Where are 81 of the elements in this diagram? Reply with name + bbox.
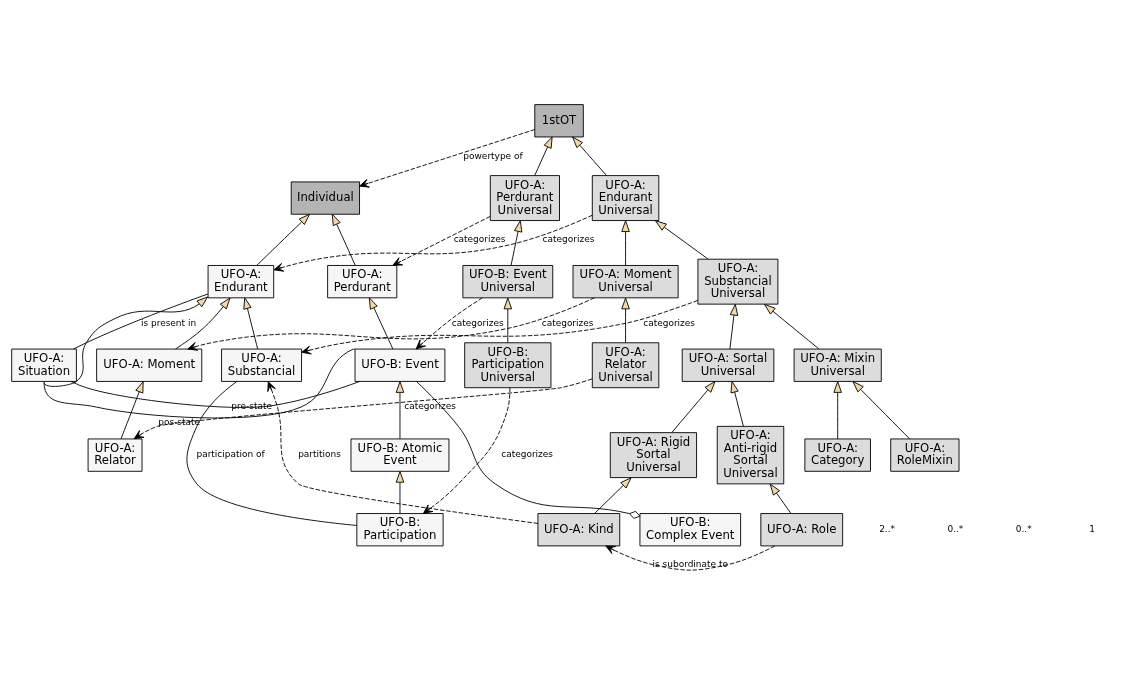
edge-label: is present in bbox=[140, 317, 197, 328]
edge-label: categorizes bbox=[643, 317, 696, 328]
node-box: UFO-A: Category bbox=[804, 438, 871, 472]
edge-label: categorizes bbox=[451, 317, 504, 328]
node-box: UFO-A: Kind bbox=[537, 513, 621, 547]
arrow bbox=[605, 545, 776, 571]
arrow bbox=[392, 215, 491, 266]
arrow bbox=[395, 471, 405, 514]
arrow bbox=[534, 136, 553, 176]
node-box: UFO-B: Atomic Event bbox=[350, 438, 450, 472]
edge-label: categorizes bbox=[404, 401, 456, 412]
arrow bbox=[621, 220, 630, 266]
arrow bbox=[273, 214, 593, 272]
node-box: UFO-B: Event bbox=[354, 348, 446, 382]
arrow bbox=[769, 483, 792, 514]
node-box: UFO-B: Participation Universal bbox=[464, 342, 552, 389]
node-box: UFO-A: Role bbox=[760, 513, 844, 547]
arrow bbox=[133, 378, 593, 440]
edge-label: is subordinate to bbox=[652, 559, 728, 570]
edge-label: categorizes bbox=[453, 234, 506, 245]
label: 0..* bbox=[1015, 523, 1032, 534]
node-box: UFO-A: Relator Universal bbox=[591, 342, 660, 389]
edge-label: categorizes bbox=[501, 449, 554, 460]
arrow bbox=[510, 220, 523, 266]
node-box: UFO-B: Complex Event bbox=[639, 513, 742, 547]
arrow bbox=[243, 297, 259, 350]
node-box: UFO-A: Moment bbox=[96, 348, 203, 382]
connector bbox=[70, 381, 361, 408]
arrow bbox=[594, 477, 632, 514]
node-box: 1stOT bbox=[534, 104, 584, 138]
arrow bbox=[572, 136, 607, 176]
node-box: UFO-A: Sortal Universal bbox=[681, 348, 775, 382]
node-box: UFO-A: Perdurant Universal bbox=[489, 175, 560, 221]
arrow bbox=[43, 296, 209, 387]
node-box: UFO-A: Substancial Universal bbox=[697, 258, 779, 305]
node-box: UFO-A: Situation bbox=[11, 348, 77, 382]
arrow bbox=[331, 213, 356, 266]
arrow bbox=[359, 129, 536, 188]
arrow bbox=[267, 381, 539, 524]
node-box: UFO-A: Moment Universal bbox=[572, 265, 679, 299]
node-box: UFO-A: Endurant bbox=[207, 265, 275, 299]
label: 1 bbox=[1089, 523, 1095, 534]
node-box: UFO-B: Event Universal bbox=[462, 265, 554, 299]
arrow bbox=[503, 297, 513, 343]
edge-label: categorizes bbox=[542, 234, 595, 245]
label: 2..* bbox=[879, 523, 896, 534]
arrow bbox=[730, 381, 744, 427]
edge-label: categorizes bbox=[541, 317, 594, 328]
arrow bbox=[729, 303, 739, 350]
arrow bbox=[175, 297, 231, 350]
arrow bbox=[422, 387, 511, 514]
arrow bbox=[655, 220, 709, 260]
node-box: UFO-A: Perdurant bbox=[327, 265, 398, 299]
arrow bbox=[671, 381, 716, 433]
node-box: UFO-A: Endurant Universal bbox=[591, 175, 660, 221]
arrow bbox=[187, 297, 595, 351]
arrow bbox=[368, 297, 394, 350]
node-box: UFO-A: Mixin Universal bbox=[793, 348, 882, 382]
node-box: UFO-A: Rigid Sortal Universal bbox=[609, 432, 698, 479]
node-box: Individual bbox=[290, 181, 360, 215]
connector bbox=[73, 293, 209, 350]
arrow bbox=[764, 303, 820, 350]
edge-label: partitions bbox=[298, 449, 341, 460]
connector bbox=[416, 381, 641, 519]
node-box: UFO-A: Substancial bbox=[221, 348, 302, 382]
arrow bbox=[395, 381, 405, 440]
connector bbox=[186, 381, 358, 526]
node-box: UFO-B: Participation bbox=[356, 513, 444, 547]
node-box: UFO-A: Anti-rigid Sortal Universal bbox=[716, 425, 785, 485]
edge-label: participation of bbox=[196, 449, 265, 460]
arrow bbox=[415, 297, 483, 350]
label: 0..* bbox=[947, 523, 964, 534]
arrow bbox=[120, 381, 144, 440]
edge-label: powertype of bbox=[463, 150, 523, 161]
arrow bbox=[256, 213, 310, 266]
node-box: UFO-A: Relator bbox=[87, 438, 143, 472]
arrow bbox=[621, 297, 630, 343]
node-box: UFO-A: RoleMixin bbox=[890, 438, 960, 472]
arrow bbox=[301, 299, 699, 355]
arrow bbox=[833, 381, 842, 440]
arrow bbox=[852, 381, 911, 440]
